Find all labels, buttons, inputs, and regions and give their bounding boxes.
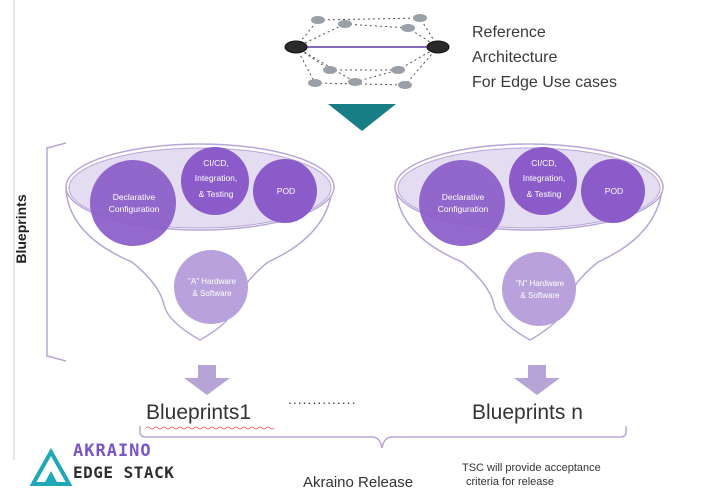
akraino-release-label: Akraino Release xyxy=(303,474,414,491)
reference-line-1: Reference xyxy=(472,24,546,41)
cicd-label-1-c: & Testing xyxy=(199,189,234,199)
declarative-label-2-a: Declarative xyxy=(442,192,485,202)
declarative-label-1-b: Configuration xyxy=(109,204,160,214)
pod-label-1: POD xyxy=(277,186,295,196)
logo-edge-stack-text: EDGE STACK xyxy=(73,463,175,482)
funnel-1: Declarative Configuration CI/CD, Integra… xyxy=(65,143,335,341)
reference-line-2: Architecture xyxy=(472,49,558,66)
spellcheck-squiggle xyxy=(145,426,275,430)
pod-circle-1 xyxy=(253,159,317,223)
pod-label-2: POD xyxy=(605,186,623,196)
hardware-label-1-a: "A" Hardware xyxy=(188,277,236,286)
cicd-circle-1 xyxy=(181,147,249,215)
blueprints-side-label: Blueprints xyxy=(13,194,29,264)
cicd-label-2-a: CI/CD, xyxy=(531,158,557,168)
akraino-logo-mark xyxy=(29,447,73,486)
blueprint-output-1: Blueprints1 xyxy=(146,401,252,424)
tsc-note: TSC will provide acceptance criteria for… xyxy=(462,461,601,489)
declarative-label-1-a: Declarative xyxy=(113,192,156,202)
ellipsis-dots: .............. xyxy=(288,391,357,407)
hardware-label-1-b: & Software xyxy=(192,289,232,298)
pod-circle-2 xyxy=(581,159,645,223)
output-arrow-1 xyxy=(184,365,230,395)
hardware-circle-1 xyxy=(174,250,248,324)
tsc-note-line-1: TSC will provide acceptance xyxy=(462,462,601,474)
blueprints-bracket xyxy=(46,142,67,362)
network-icon xyxy=(284,14,450,89)
hardware-label-2-a: "N" Hardware xyxy=(516,279,565,288)
hardware-circle-2 xyxy=(502,252,576,326)
logo-akraino-text: AKRAINO xyxy=(73,441,152,461)
cicd-label-1-a: CI/CD, xyxy=(203,158,229,168)
tsc-note-line-2: criteria for release xyxy=(466,476,555,488)
cicd-label-1-b: Integration, xyxy=(195,173,238,183)
hardware-label-2-b: & Software xyxy=(520,291,560,300)
release-bracket xyxy=(139,426,627,449)
declarative-config-circle-1 xyxy=(90,160,176,246)
cicd-label-2-c: & Testing xyxy=(527,189,562,199)
cicd-circle-2 xyxy=(509,147,577,215)
down-arrow-teal xyxy=(328,104,396,131)
blueprint-output-n: Blueprints n xyxy=(472,401,583,424)
declarative-label-2-b: Configuration xyxy=(438,204,489,214)
declarative-config-circle-2 xyxy=(419,160,505,246)
output-arrow-2 xyxy=(514,365,560,395)
cicd-label-2-b: Integration, xyxy=(523,173,566,183)
reference-line-3: For Edge Use cases xyxy=(472,74,617,91)
funnel-2: Declarative Configuration CI/CD, Integra… xyxy=(394,143,664,341)
